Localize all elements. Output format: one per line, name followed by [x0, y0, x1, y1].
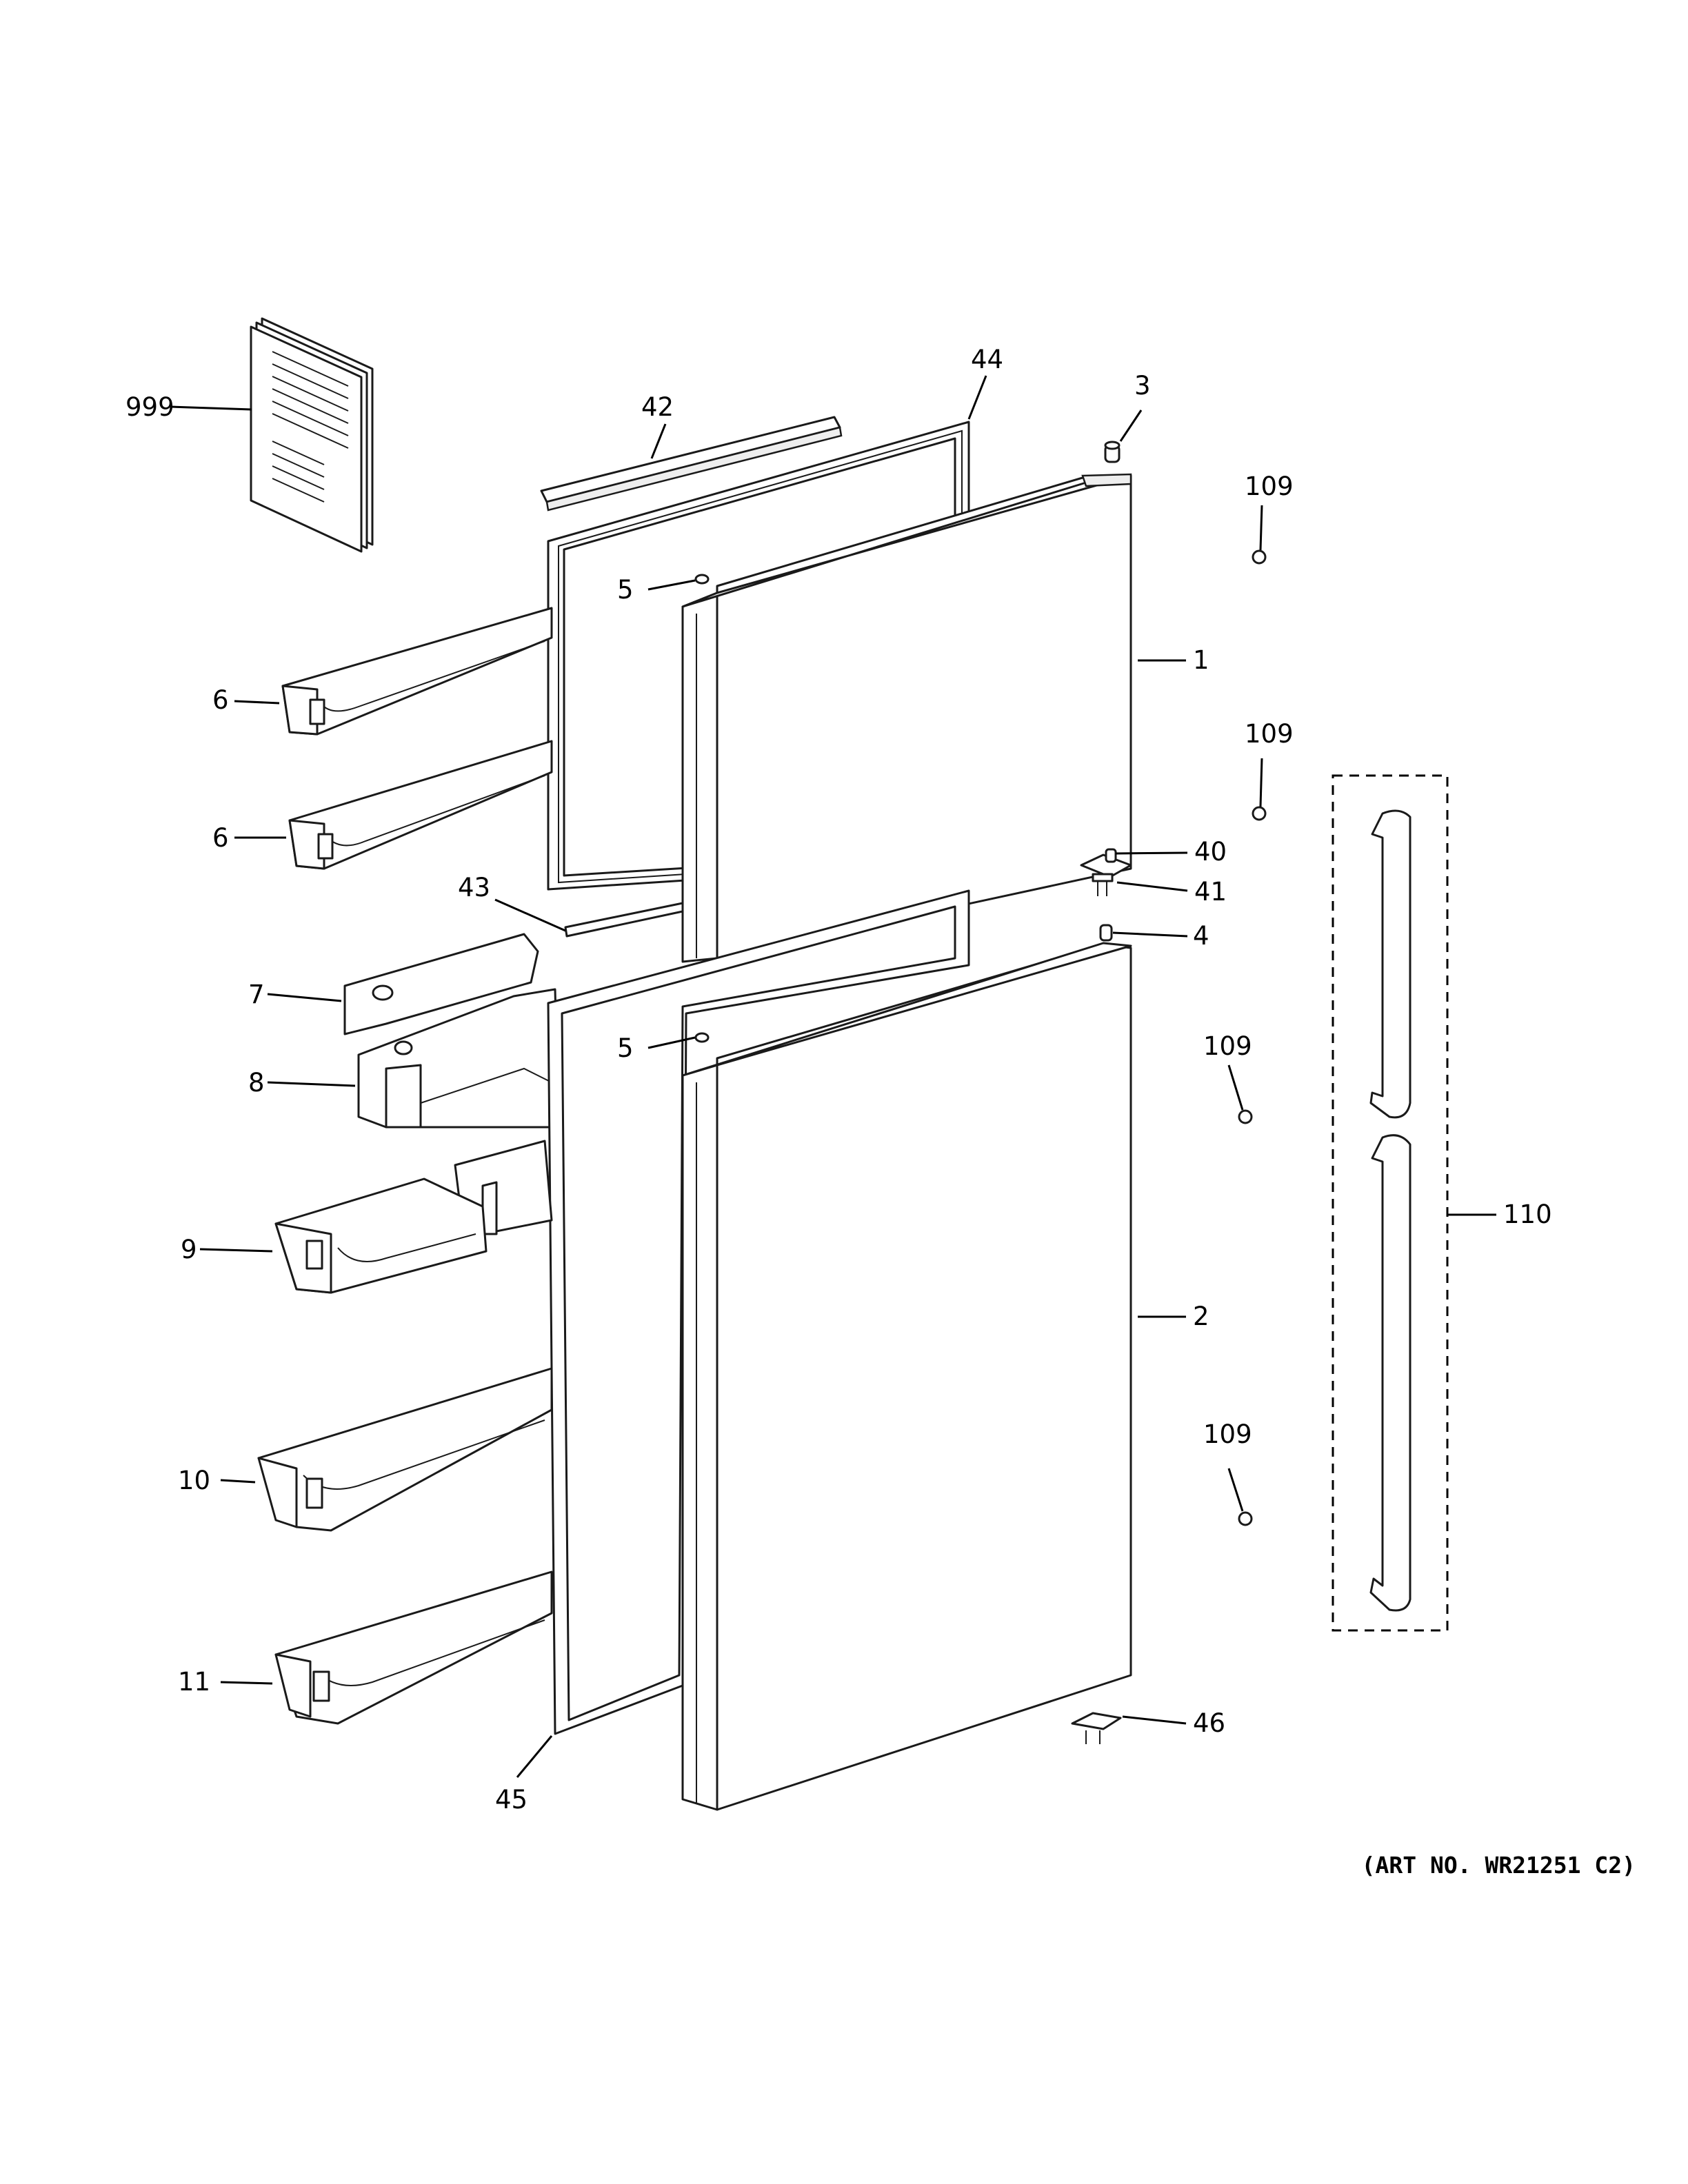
screw-3 [1238, 1109, 1253, 1124]
callout-2: 2 [1193, 1302, 1209, 1331]
callout-10: 10 [178, 1466, 210, 1495]
callout-44: 44 [971, 345, 1003, 374]
callout-11: 11 [178, 1667, 210, 1697]
door-bin-gallon [274, 1177, 488, 1294]
dairy-bin [357, 988, 560, 1129]
door-plug-lower [694, 1032, 710, 1043]
callout-9: 9 [181, 1235, 197, 1264]
callout-42: 42 [641, 392, 674, 422]
screw-2 [1252, 806, 1267, 821]
callout-labels: 999 42 44 3 109 5 1 6 109 6 40 43 41 4 7… [125, 345, 1552, 1814]
callout-109-c: 109 [1203, 1031, 1252, 1061]
center-hinge [1080, 848, 1132, 878]
callout-5-a: 5 [617, 575, 634, 605]
fresh-food-door [681, 473, 1132, 963]
callout-5-b: 5 [617, 1033, 634, 1063]
bottom-hinge [1071, 1712, 1122, 1744]
fresh-food-door-shelf-upper [281, 607, 553, 736]
door-bin-large [257, 1367, 553, 1532]
lower-door-gasket [547, 889, 970, 1735]
dairy-door [343, 933, 539, 1035]
callout-6-a: 6 [212, 685, 229, 715]
callout-6-b: 6 [212, 823, 229, 853]
door-plug-upper [694, 574, 710, 585]
callout-7: 7 [248, 980, 265, 1009]
fresh-food-door-shelf-lower [288, 740, 553, 870]
callout-4: 4 [1193, 921, 1209, 951]
callout-3: 3 [1134, 371, 1151, 401]
callout-43: 43 [458, 873, 490, 902]
door-bottom-trim [564, 902, 684, 938]
callout-999: 999 [125, 392, 174, 422]
callout-109-d: 109 [1203, 1419, 1252, 1449]
door-bin-bottom [274, 1570, 553, 1725]
door-trim-strip [540, 416, 843, 512]
handle-kit [1332, 774, 1449, 1632]
callout-110: 110 [1503, 1200, 1552, 1229]
center-hinge-screws [1092, 873, 1114, 896]
callout-45: 45 [495, 1785, 528, 1814]
leader-lines [170, 375, 1496, 1778]
callout-8: 8 [248, 1068, 265, 1098]
callout-109-a: 109 [1245, 472, 1294, 501]
literature-booklet [250, 317, 374, 553]
lower-hinge-pin [1099, 924, 1113, 942]
callout-1: 1 [1193, 645, 1209, 675]
lower-door [681, 942, 1132, 1811]
callout-40: 40 [1194, 837, 1227, 867]
callout-109-b: 109 [1245, 719, 1294, 749]
art-number: (ART NO. WR21251 C2) [1362, 1852, 1636, 1879]
callout-41: 41 [1194, 877, 1227, 907]
callout-46: 46 [1193, 1708, 1225, 1738]
screw-1 [1252, 549, 1267, 565]
screw-4 [1238, 1511, 1253, 1526]
top-hinge-pin [1104, 441, 1121, 463]
